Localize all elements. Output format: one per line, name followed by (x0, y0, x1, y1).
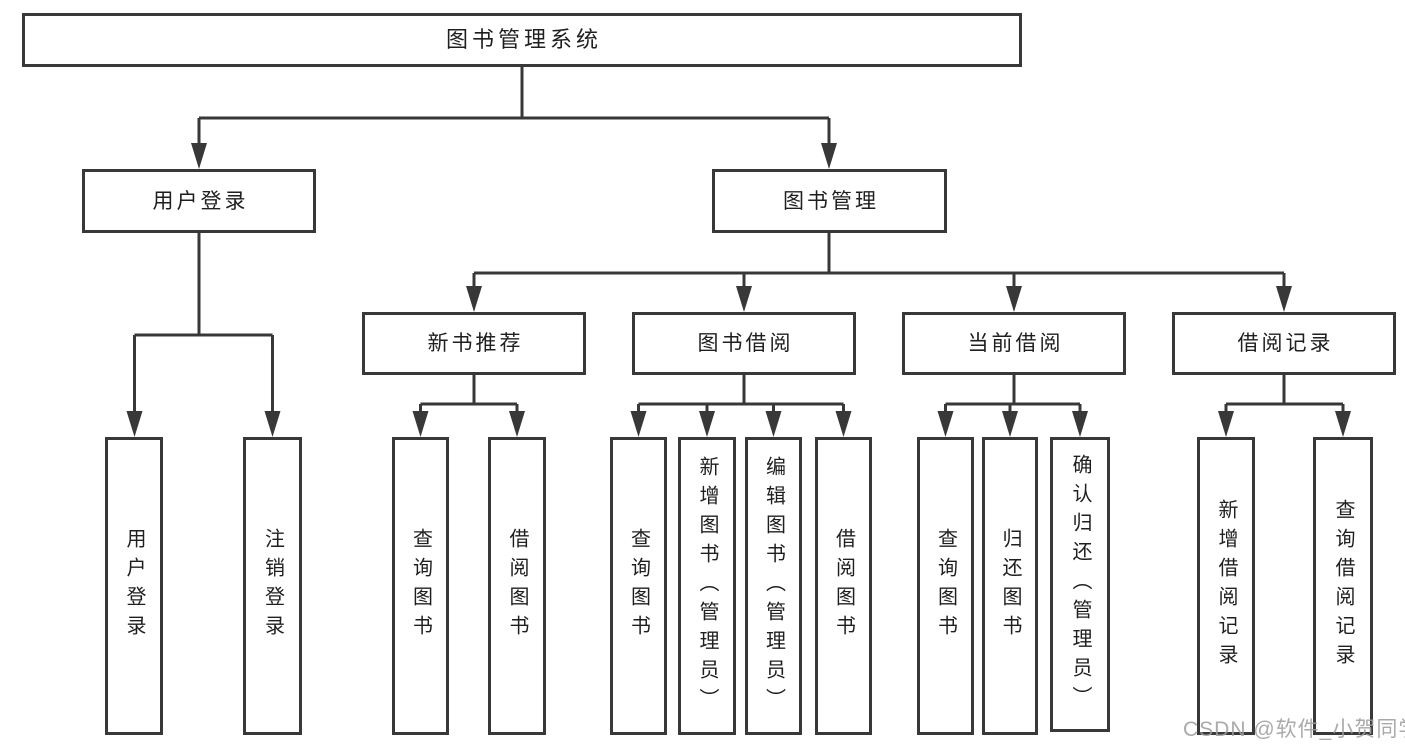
node-new-book-recommend: 新书推荐 (362, 312, 586, 375)
leaf-newbook-query-books: 查询图书 (392, 437, 449, 735)
connector-arrowheads (126, 143, 1351, 437)
leaf-edit-books-admin: 编辑图书（管理员） (745, 437, 802, 735)
node-current-borrow: 当前借阅 (902, 312, 1126, 375)
node-user-login: 用户登录 (82, 169, 316, 233)
leaf-return-books: 归还图书 (982, 437, 1038, 735)
node-book-borrow: 图书借阅 (632, 312, 856, 375)
leaf-logout: 注销登录 (243, 437, 302, 735)
leaf-user-login: 用户登录 (105, 437, 163, 735)
node-root: 图书管理系统 (22, 13, 1022, 67)
leaf-newbook-borrow-books: 借阅图书 (488, 437, 546, 735)
node-borrow-record: 借阅记录 (1172, 312, 1396, 375)
leaf-add-borrow-record: 新增借阅记录 (1197, 437, 1255, 735)
leaf-confirm-return-admin: 确认归还（管理员） (1050, 437, 1110, 732)
leaf-add-books-admin: 新增图书（管理员） (678, 437, 736, 735)
node-book-management: 图书管理 (712, 169, 947, 233)
csdn-watermark: CSDN @软件_小贺同学 (1183, 718, 1405, 741)
leaf-borrow-query-books: 查询图书 (610, 437, 667, 735)
connector-paths (133, 67, 1345, 413)
leaf-query-borrow-record: 查询借阅记录 (1313, 437, 1373, 735)
leaf-current-query-books: 查询图书 (917, 437, 974, 735)
leaf-borrow-books: 借阅图书 (815, 437, 872, 735)
